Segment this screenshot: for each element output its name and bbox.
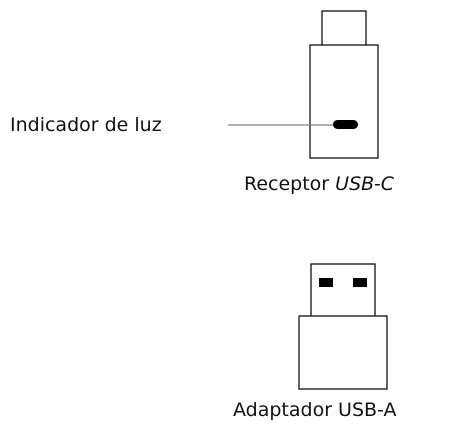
- usb-a-adapter: [298, 263, 388, 390]
- usb-a-adapter-body: [298, 315, 388, 390]
- usb-c-receiver-body: [309, 44, 379, 159]
- light-indicator-led: [333, 120, 358, 129]
- receiver-label-prefix: Receptor: [244, 173, 336, 195]
- usb-c-connector: [321, 10, 367, 47]
- usb-a-contact-right: [353, 278, 367, 287]
- usb-a-connector: [310, 263, 376, 318]
- usb-c-receiver: [228, 10, 379, 159]
- usb-c-receiver-label: Receptor USB-C: [244, 173, 394, 195]
- usb-a-contact-left: [319, 278, 333, 287]
- receiver-label-type: USB-C: [335, 173, 394, 195]
- indicator-light-label: Indicador de luz: [10, 114, 162, 136]
- usb-a-adapter-label: Adaptador USB-A: [233, 399, 397, 421]
